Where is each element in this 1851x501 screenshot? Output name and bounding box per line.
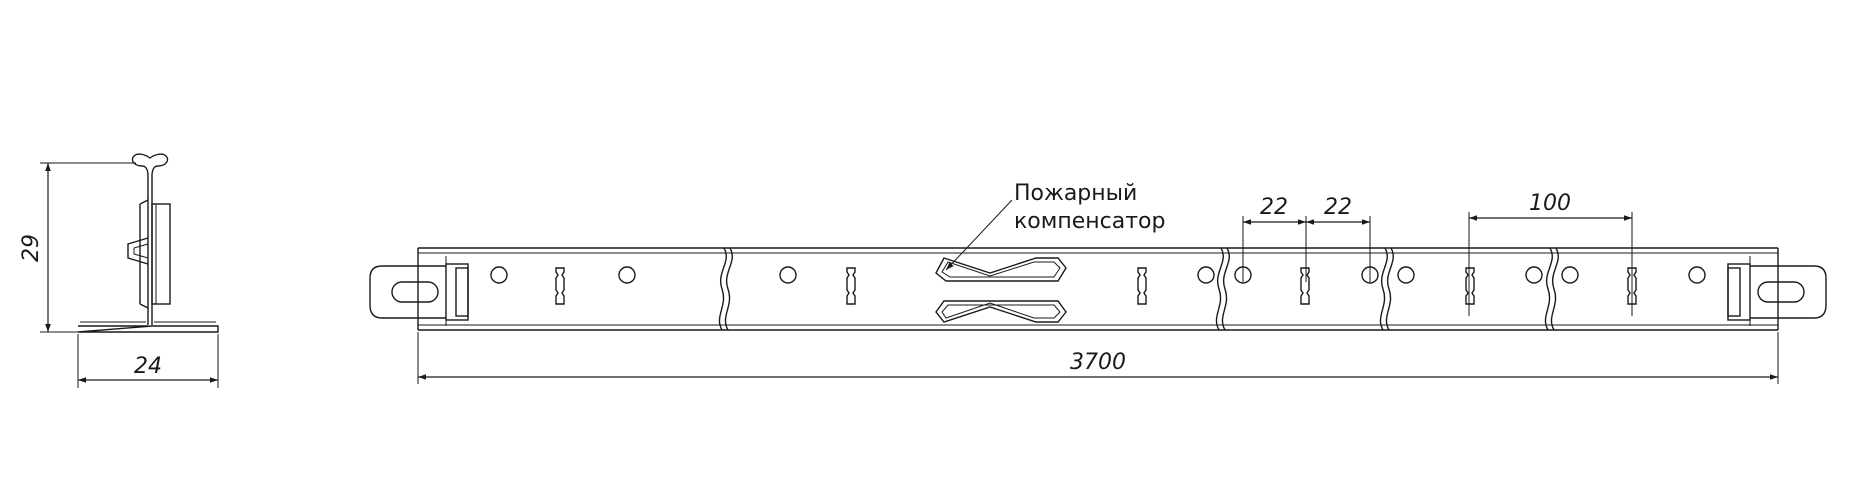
compensator-callout: Пожарный компенсатор bbox=[945, 181, 1165, 271]
overall-length-dimension: 3700 bbox=[417, 332, 1779, 384]
callout-line1: Пожарный bbox=[1014, 181, 1137, 206]
slots bbox=[555, 267, 1637, 305]
main-profile-view: Пожарный компенсатор 22 22 100 3700 bbox=[369, 181, 1827, 384]
profile-section-view: 29 24 bbox=[19, 153, 219, 388]
break-lines bbox=[718, 247, 1559, 331]
left-end-connector bbox=[369, 256, 469, 326]
main-rail bbox=[417, 247, 1779, 331]
width-dimension-label: 24 bbox=[134, 354, 162, 379]
callout-line2: компенсатор bbox=[1014, 209, 1165, 234]
profile-flange bbox=[77, 325, 219, 333]
slot-pitch-dimension: 100 bbox=[1468, 191, 1633, 316]
dimension-22-right: 22 bbox=[1324, 195, 1352, 220]
right-end-connector bbox=[1727, 256, 1827, 326]
dimension-100: 100 bbox=[1529, 191, 1571, 216]
profile-bulb bbox=[131, 153, 169, 177]
dimension-22-left: 22 bbox=[1260, 195, 1288, 220]
slot-spacing-dimensions: 22 22 bbox=[1242, 195, 1371, 282]
dimension-3700: 3700 bbox=[1070, 350, 1126, 375]
profile-clip bbox=[151, 203, 171, 305]
fire-compensator bbox=[935, 257, 1067, 323]
height-dimension-label: 29 bbox=[19, 234, 44, 262]
round-holes bbox=[490, 266, 1706, 284]
